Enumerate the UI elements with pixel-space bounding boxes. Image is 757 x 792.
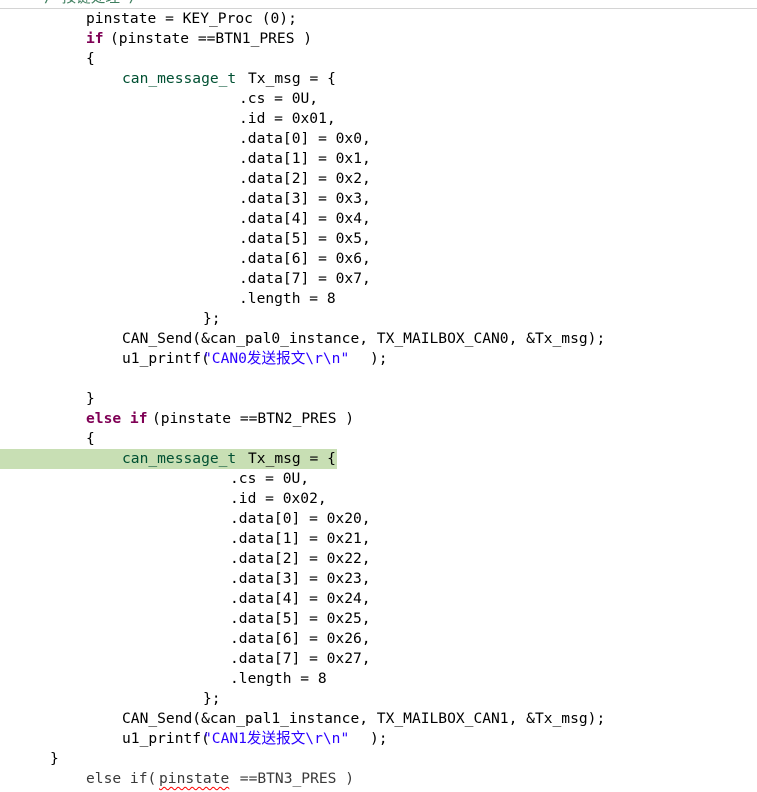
code-token: else if bbox=[86, 410, 148, 427]
code-token: .data[5] = 0x5, bbox=[239, 230, 371, 247]
code-line[interactable]: .id = 0x01, bbox=[0, 109, 757, 129]
code-token: ==BTN3_PRES ) bbox=[231, 770, 355, 787]
code-token: .data[4] = 0x24, bbox=[230, 590, 371, 607]
code-line[interactable]: u1_printf("CAN1发送报文\r\n"); bbox=[0, 729, 757, 749]
code-line[interactable]: { bbox=[0, 429, 757, 449]
code-line[interactable]: .data[0] = 0x20, bbox=[0, 509, 757, 529]
code-line[interactable]: .data[7] = 0x27, bbox=[0, 649, 757, 669]
code-token: .data[4] = 0x4, bbox=[239, 210, 371, 227]
current-line[interactable]: can_message_t Tx_msg = { bbox=[0, 449, 757, 469]
code-token: .id = 0x01, bbox=[239, 110, 336, 127]
editor-top-edge: / 按键处理 / bbox=[0, 0, 757, 9]
code-token: .length = 8 bbox=[239, 290, 336, 307]
code-line[interactable]: .data[2] = 0x22, bbox=[0, 549, 757, 569]
code-line[interactable]: }; bbox=[0, 689, 757, 709]
code-token: .data[6] = 0x26, bbox=[230, 630, 371, 647]
code-line[interactable]: } bbox=[0, 389, 757, 409]
code-token: (pinstate ==BTN2_PRES ) bbox=[152, 410, 355, 427]
code-line[interactable]: u1_printf("CAN0发送报文\r\n"); bbox=[0, 349, 757, 369]
code-token: .length = 8 bbox=[230, 670, 327, 687]
code-line[interactable]: .data[0] = 0x0, bbox=[0, 129, 757, 149]
code-line[interactable]: .data[4] = 0x24, bbox=[0, 589, 757, 609]
code-line[interactable]: CAN_Send(&can_pal1_instance, TX_MAILBOX_… bbox=[0, 709, 757, 729]
code-line[interactable]: .cs = 0U, bbox=[0, 469, 757, 489]
code-token: ); bbox=[370, 730, 388, 747]
code-token: .cs = 0U, bbox=[230, 470, 310, 487]
code-token: .id = 0x02, bbox=[230, 490, 327, 507]
code-token: "CAN0发送报文\r\n" bbox=[203, 350, 350, 367]
code-token: .data[3] = 0x3, bbox=[239, 190, 371, 207]
code-token: else if( bbox=[86, 770, 157, 787]
current-line-highlight bbox=[0, 449, 337, 469]
code-line[interactable]: else if(pinstate ==BTN2_PRES ) bbox=[0, 409, 757, 429]
code-token: .data[7] = 0x7, bbox=[239, 270, 371, 287]
code-line[interactable]: if (pinstate ==BTN1_PRES ) bbox=[0, 29, 757, 49]
code-line[interactable]: .data[2] = 0x2, bbox=[0, 169, 757, 189]
code-line[interactable]: .length = 8 bbox=[0, 289, 757, 309]
code-line[interactable]: .cs = 0U, bbox=[0, 89, 757, 109]
code-token: .data[0] = 0x20, bbox=[230, 510, 371, 527]
code-token: } bbox=[50, 750, 59, 767]
code-line[interactable]: .data[4] = 0x4, bbox=[0, 209, 757, 229]
code-line[interactable]: else if(pinstate ==BTN3_PRES ) bbox=[0, 769, 757, 789]
code-token: u1_printf( bbox=[122, 730, 210, 747]
code-token: Tx_msg = { bbox=[248, 450, 336, 467]
code-line[interactable]: }; bbox=[0, 309, 757, 329]
code-line[interactable]: .data[7] = 0x7, bbox=[0, 269, 757, 289]
code-line[interactable]: .data[3] = 0x3, bbox=[0, 189, 757, 209]
code-line[interactable]: .data[1] = 0x21, bbox=[0, 529, 757, 549]
code-line[interactable]: pinstate = KEY_Proc (0); bbox=[0, 9, 757, 29]
code-line[interactable]: .data[1] = 0x1, bbox=[0, 149, 757, 169]
code-token: if bbox=[86, 30, 104, 47]
code-line[interactable]: .data[6] = 0x6, bbox=[0, 249, 757, 269]
code-token: .data[5] = 0x25, bbox=[230, 610, 371, 627]
code-token: ); bbox=[370, 350, 388, 367]
clipped-comment-line: / 按键处理 / bbox=[44, 0, 138, 8]
code-token: .data[6] = 0x6, bbox=[239, 250, 371, 267]
code-line[interactable]: } bbox=[0, 749, 757, 769]
code-token: can_message_t bbox=[122, 70, 237, 87]
code-token: .data[2] = 0x22, bbox=[230, 550, 371, 567]
code-line[interactable]: .data[5] = 0x5, bbox=[0, 229, 757, 249]
code-token: .data[7] = 0x27, bbox=[230, 650, 371, 667]
code-line[interactable]: can_message_t Tx_msg = { bbox=[0, 69, 757, 89]
code-token: .data[3] = 0x23, bbox=[230, 570, 371, 587]
code-token: pinstate = KEY_Proc (0); bbox=[86, 10, 297, 27]
code-token: CAN_Send(&can_pal0_instance, TX_MAILBOX_… bbox=[122, 330, 606, 347]
code-token: "CAN1发送报文\r\n" bbox=[203, 730, 350, 747]
code-line[interactable]: .length = 8 bbox=[0, 669, 757, 689]
code-token: (pinstate ==BTN1_PRES ) bbox=[110, 30, 313, 47]
code-token: }; bbox=[203, 690, 221, 707]
code-token: .data[2] = 0x2, bbox=[239, 170, 371, 187]
code-token: Tx_msg = { bbox=[248, 70, 336, 87]
code-token: } bbox=[86, 390, 95, 407]
code-line[interactable]: CAN_Send(&can_pal0_instance, TX_MAILBOX_… bbox=[0, 329, 757, 349]
code-token: CAN_Send(&can_pal1_instance, TX_MAILBOX_… bbox=[122, 710, 606, 727]
code-line[interactable]: .data[3] = 0x23, bbox=[0, 569, 757, 589]
code-line[interactable]: .data[6] = 0x26, bbox=[0, 629, 757, 649]
code-token: { bbox=[86, 430, 95, 447]
code-token: can_message_t bbox=[122, 450, 237, 467]
code-token: { bbox=[86, 50, 95, 67]
code-token: .data[1] = 0x1, bbox=[239, 150, 371, 167]
code-token: .cs = 0U, bbox=[239, 90, 319, 107]
code-line[interactable]: { bbox=[0, 49, 757, 69]
code-token: u1_printf( bbox=[122, 350, 210, 367]
code-token: pinstate bbox=[159, 770, 230, 787]
code-line[interactable]: .id = 0x02, bbox=[0, 489, 757, 509]
code-token: }; bbox=[203, 310, 221, 327]
code-line[interactable]: .data[5] = 0x25, bbox=[0, 609, 757, 629]
code-token: .data[0] = 0x0, bbox=[239, 130, 371, 147]
code-token: .data[1] = 0x21, bbox=[230, 530, 371, 547]
